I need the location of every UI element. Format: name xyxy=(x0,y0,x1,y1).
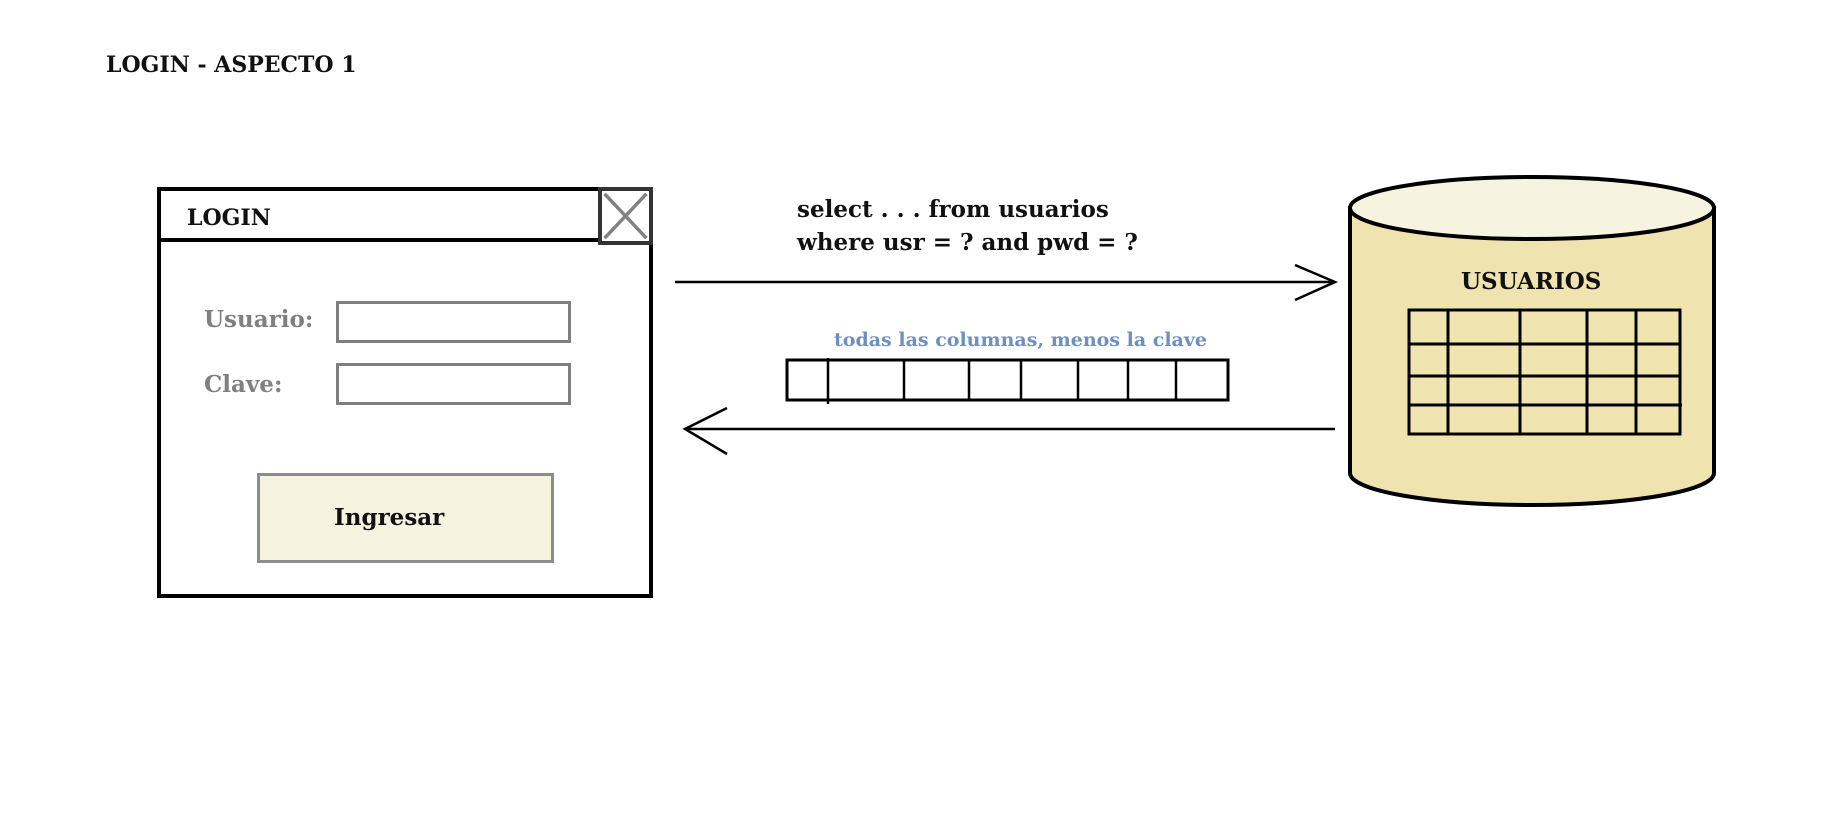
response-arrow-left xyxy=(682,406,1335,456)
sql-query: select . . . from usuarios where usr = ?… xyxy=(797,193,1138,259)
database-label: USUARIOS xyxy=(1461,268,1602,295)
window-title: LOGIN xyxy=(187,205,271,231)
window-titlebar: LOGIN xyxy=(161,191,649,242)
ingresar-button-label: Ingresar xyxy=(334,504,445,531)
password-label: Clave: xyxy=(204,371,283,398)
username-label: Usuario: xyxy=(204,306,314,333)
database-table-grid xyxy=(1407,308,1682,436)
database-body xyxy=(1348,206,1716,507)
login-window: LOGIN Usuario: Clave: Ingresar xyxy=(157,187,653,598)
page-title: LOGIN - ASPECTO 1 xyxy=(106,52,357,78)
sql-query-line-1: select . . . from usuarios xyxy=(797,196,1109,223)
database-top xyxy=(1348,175,1716,241)
result-caption: todas las columnas, menos la clave xyxy=(834,329,1207,351)
ingresar-button[interactable]: Ingresar xyxy=(257,473,554,563)
close-button[interactable] xyxy=(598,187,653,245)
sql-query-line-2: where usr = ? and pwd = ? xyxy=(797,229,1138,256)
request-arrow-right xyxy=(675,263,1339,302)
password-input[interactable] xyxy=(336,363,571,405)
username-input[interactable] xyxy=(336,301,571,343)
close-x-icon xyxy=(603,192,648,240)
